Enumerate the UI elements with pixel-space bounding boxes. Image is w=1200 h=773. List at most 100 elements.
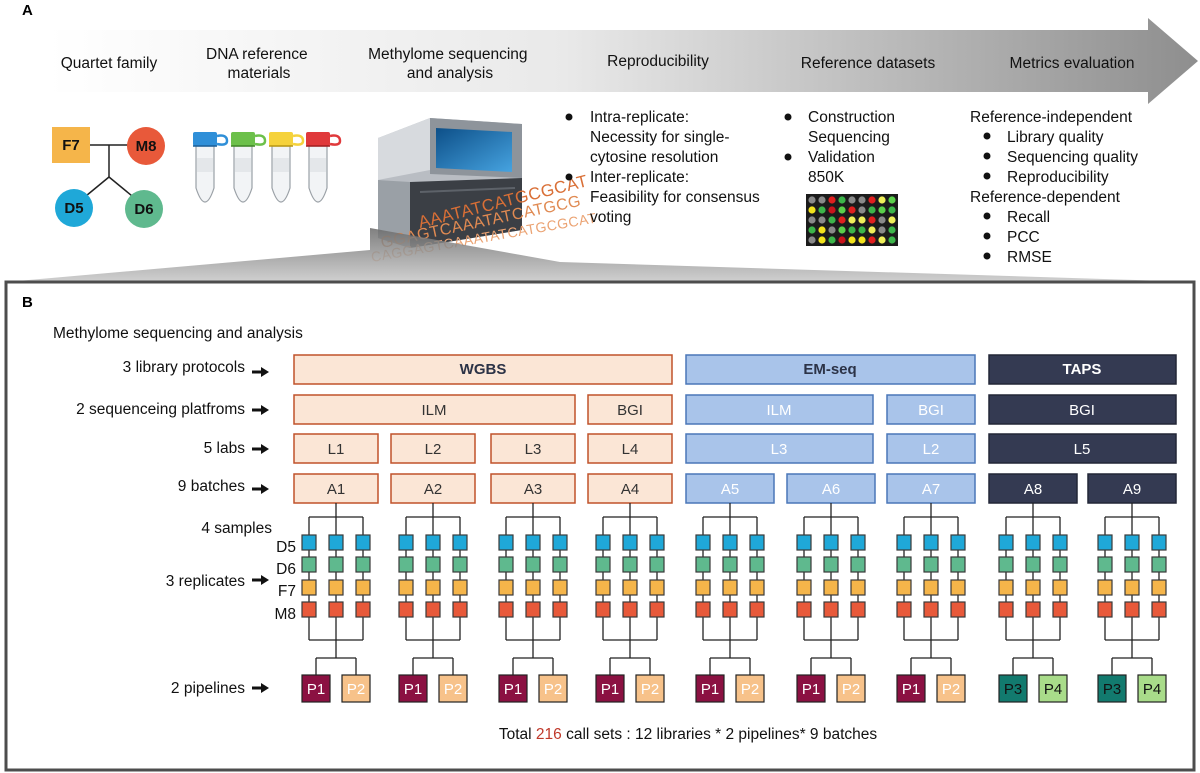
replicate-block-d6 xyxy=(850,556,866,573)
replicate-block-d6 xyxy=(823,556,839,573)
pipeline-label-p4: P4 xyxy=(1143,681,1161,698)
batch-a9 xyxy=(1087,473,1177,504)
replicate-block-m8 xyxy=(1124,601,1140,618)
replicate-block-f7 xyxy=(328,579,344,596)
replicate-block-d5 xyxy=(525,534,541,551)
replicate-block-f7 xyxy=(749,579,765,596)
pipeline-label-p2: P2 xyxy=(641,681,659,698)
step-metrics-evaluation: Metrics evaluation xyxy=(1010,55,1135,72)
lab-l5-label: L5 xyxy=(1074,441,1091,458)
replicate-block-d5 xyxy=(1124,534,1140,551)
array-dot xyxy=(818,196,826,204)
pipeline-label-p1: P1 xyxy=(601,681,619,698)
tube-3 xyxy=(269,132,305,203)
replicate-block-m8 xyxy=(1151,601,1167,618)
replicate-block-f7 xyxy=(301,579,317,596)
replicate-block-f7 xyxy=(452,579,468,596)
array-dot xyxy=(858,216,866,224)
array-dot xyxy=(878,236,886,244)
replicate-block-d6 xyxy=(498,556,514,573)
replicate-block-d6 xyxy=(1052,556,1068,573)
protocols-row: WGBS EM-seq TAPS xyxy=(293,354,1177,385)
platform-emseq-ilm xyxy=(685,394,874,425)
row-label-batches: 9 batches xyxy=(178,478,245,495)
replicate-block-f7 xyxy=(622,579,638,596)
pipeline-box-p3 xyxy=(1097,674,1127,703)
replicate-block-f7 xyxy=(355,579,371,596)
arrow-platforms-icon xyxy=(252,405,269,415)
batch-a8-label: A8 xyxy=(1024,481,1042,498)
batch-a5-label: A5 xyxy=(721,481,739,498)
father-square xyxy=(52,127,90,163)
array-dot xyxy=(838,236,846,244)
replicate-block-d5 xyxy=(923,534,939,551)
replicate-block-m8 xyxy=(525,601,541,618)
replicate-block-d6 xyxy=(595,556,611,573)
pipeline-box-p1 xyxy=(595,674,625,703)
array-dot xyxy=(808,196,816,204)
arrow-pipelines-icon xyxy=(252,683,269,693)
replicate-block-f7 xyxy=(1052,579,1068,596)
zoom-cone xyxy=(6,228,1199,282)
pipeline-box-p3 xyxy=(998,674,1028,703)
replicate-block-d5 xyxy=(622,534,638,551)
replicate-block-f7 xyxy=(896,579,912,596)
pipeline-label-p1: P1 xyxy=(404,681,422,698)
metric-sequencing-quality: Sequencing quality xyxy=(1007,149,1138,166)
reproducibility-item-1: Intra-replicate: Necessity for single- c… xyxy=(590,109,734,166)
pipeline-box-p4 xyxy=(1137,674,1167,703)
sample-label-d5: D5 xyxy=(276,539,296,556)
replicate-block-f7 xyxy=(595,579,611,596)
panel-b: B Methylome sequencing and analysis 3 li… xyxy=(4,280,1196,772)
replicate-block-d6 xyxy=(649,556,665,573)
replicate-block-m8 xyxy=(301,601,317,618)
pipeline-label-p2: P2 xyxy=(942,681,960,698)
pipeline-label-p1: P1 xyxy=(504,681,522,698)
twin2-circle xyxy=(125,190,163,228)
replicate-block-d6 xyxy=(328,556,344,573)
replicate-block-d5 xyxy=(1151,534,1167,551)
metric-reproducibility: Reproducibility xyxy=(1007,169,1109,186)
replicate-block-d5 xyxy=(355,534,371,551)
arrow-replicates-icon xyxy=(252,575,269,585)
replicate-block-d6 xyxy=(722,556,738,573)
twin1-label: D5 xyxy=(64,200,83,217)
row-label-labs: 5 labs xyxy=(204,440,246,457)
replicate-block-d5 xyxy=(998,534,1014,551)
batch-a1 xyxy=(293,473,379,504)
metric-library-quality: Library quality xyxy=(1007,129,1104,146)
replicate-block-f7 xyxy=(525,579,541,596)
tube-4 xyxy=(306,132,342,203)
batches-row: A1 A2 A3 A4 A5 A6 A7 A8 A9 xyxy=(293,473,1177,504)
lab-l2 xyxy=(390,433,476,464)
platform-taps-bgi-label: BGI xyxy=(1069,402,1095,419)
pipeline-box-p1 xyxy=(796,674,826,703)
replicate-block-d6 xyxy=(525,556,541,573)
row-label-protocols: 3 library protocols xyxy=(123,359,246,376)
arrow-labs-icon xyxy=(252,444,269,454)
pipeline-box-p1 xyxy=(498,674,528,703)
replicate-block-m8 xyxy=(823,601,839,618)
replicate-block-d5 xyxy=(425,534,441,551)
platforms-row: ILM BGI ILM BGI BGI xyxy=(293,394,1177,425)
replicate-block-f7 xyxy=(1124,579,1140,596)
replicate-block-m8 xyxy=(998,601,1014,618)
replicate-block-d5 xyxy=(850,534,866,551)
platform-wgbs-ilm xyxy=(293,394,576,425)
array-dot xyxy=(808,226,816,234)
metrics-group-1-title: Reference-independent xyxy=(970,109,1133,126)
protocol-taps-label: TAPS xyxy=(1063,361,1102,378)
platform-wgbs-bgi xyxy=(587,394,673,425)
pipeline-label-p2: P2 xyxy=(842,681,860,698)
replicate-block-d6 xyxy=(355,556,371,573)
array-dot xyxy=(848,226,856,234)
replicate-block-m8 xyxy=(552,601,568,618)
array-dot xyxy=(888,206,896,214)
lab-l5 xyxy=(988,433,1177,464)
panel-b-title: Methylome sequencing and analysis xyxy=(53,325,303,342)
pipeline-box-p2 xyxy=(341,674,371,703)
array-dot xyxy=(808,216,816,224)
